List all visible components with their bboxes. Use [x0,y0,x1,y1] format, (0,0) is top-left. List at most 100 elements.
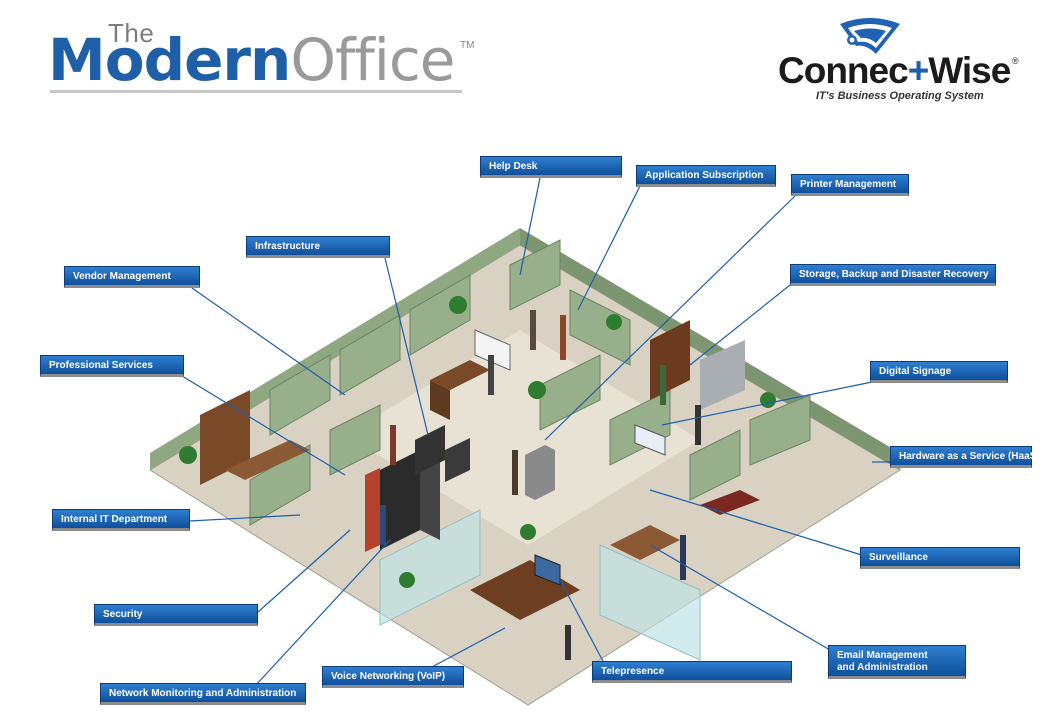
cubicle-wall [409,274,471,356]
server-rack-side [420,450,440,540]
label-infrastructure[interactable]: Infrastructure [246,236,390,258]
person [660,365,666,405]
label-text: Internal IT Department [61,514,168,525]
leader-help-desk [519,177,541,276]
person [390,425,396,465]
cubicle-wall [269,354,331,436]
label-text: Help Desk [489,161,538,172]
brick-wall [365,468,380,552]
label-text: Application Subscription [645,170,764,181]
leader-infrastructure [384,257,429,436]
copier [525,445,555,500]
title-underline [50,90,462,93]
label-surveillance[interactable]: Surveillance [860,547,1020,569]
cubicle-wall [339,314,401,396]
label-text: Infrastructure [255,241,321,252]
plant [520,524,536,540]
logo-registered-mark: ® [1012,56,1019,66]
label-telepresence[interactable]: Telepresence [592,661,792,683]
leader-telepresence [559,579,606,666]
digital-sign-display [634,424,666,456]
logo-tagline: IT's Business Operating System [816,90,984,102]
cubicle-wall [569,289,631,366]
leader-internal-it [189,514,301,522]
leader-security [257,529,351,613]
label-voice-networking[interactable]: Voice Networking (VoIP) [322,666,464,688]
label-network-monitoring[interactable]: Network Monitoring and Administration [100,683,306,705]
label-text: Security [103,609,143,620]
label-digital-signage[interactable]: Digital Signage [870,361,1008,383]
telepresence-screen [534,554,561,586]
label-text: Network Monitoring and Administration [109,688,297,699]
label-text: Storage, Backup and Disaster Recovery [799,269,989,280]
label-storage-backup[interactable]: Storage, Backup and Disaster Recovery [790,264,996,286]
label-application-subscription[interactable]: Application Subscription [636,165,776,187]
filing-cabinet [700,340,745,410]
cubicle-wall [539,354,601,431]
people [380,310,701,660]
cubicle-wall [689,429,741,501]
title-bold-word: Modern [48,26,291,94]
label-vendor-management[interactable]: Vendor Management [64,266,200,288]
person [512,450,518,495]
desk [610,525,680,560]
office-glass-wall [599,544,701,661]
leader-network-monitoring [254,539,391,687]
person [530,310,536,350]
label-text: Printer Management [800,179,897,190]
plant [760,392,776,408]
desk [225,440,310,480]
plant [179,446,197,464]
label-text: Email Management [837,650,928,661]
desk-side [430,380,450,420]
label-text: Voice Networking (VoIP) [331,671,446,682]
logo-plus: + [907,50,930,91]
leader-printer-management [544,195,796,441]
logo-signal-icon [840,18,900,54]
cubicle-wall [749,394,811,466]
person [565,625,571,660]
leader-lines [181,177,893,687]
person [380,505,386,545]
title-light-word: Office [290,26,455,94]
leader-storage [689,284,791,366]
desk [430,360,490,390]
label-professional-services[interactable]: Professional Services [40,355,184,377]
leader-professional-services [181,375,346,476]
logo-word-part1: Connec [778,50,909,91]
person [695,405,701,445]
cubicle-row [249,239,811,526]
label-text: Vendor Management [73,271,171,282]
cubicle-wall [329,404,381,476]
leader-email-management [649,544,831,651]
leader-voip [429,627,506,669]
person [680,535,686,580]
label-security[interactable]: Security [94,604,258,626]
server-rack [445,438,470,482]
label-text: Digital Signage [879,366,952,377]
label-internal-it-department[interactable]: Internal IT Department [52,509,190,531]
server-rack [415,425,445,475]
label-printer-management[interactable]: Printer Management [791,174,909,196]
label-help-desk[interactable]: Help Desk [480,156,622,178]
conference-glass-wall [379,509,481,626]
plant [528,381,546,399]
label-hardware-as-a-service[interactable]: Hardware as a Service (HaaS) [890,446,1040,468]
leader-application-subscription [577,185,641,311]
label-text: and Administration [837,662,928,673]
bookshelf [200,390,250,485]
plant [449,296,467,314]
plant [606,314,622,330]
person [560,315,566,360]
title-small-word: The [108,18,155,48]
whiteboard [474,329,511,371]
title-main: ModernOffice [48,30,456,90]
plant [399,572,415,588]
leader-digital-signage [661,381,873,426]
label-text: Surveillance [869,552,928,563]
couch [700,490,760,515]
cubicle-wall [509,239,561,311]
